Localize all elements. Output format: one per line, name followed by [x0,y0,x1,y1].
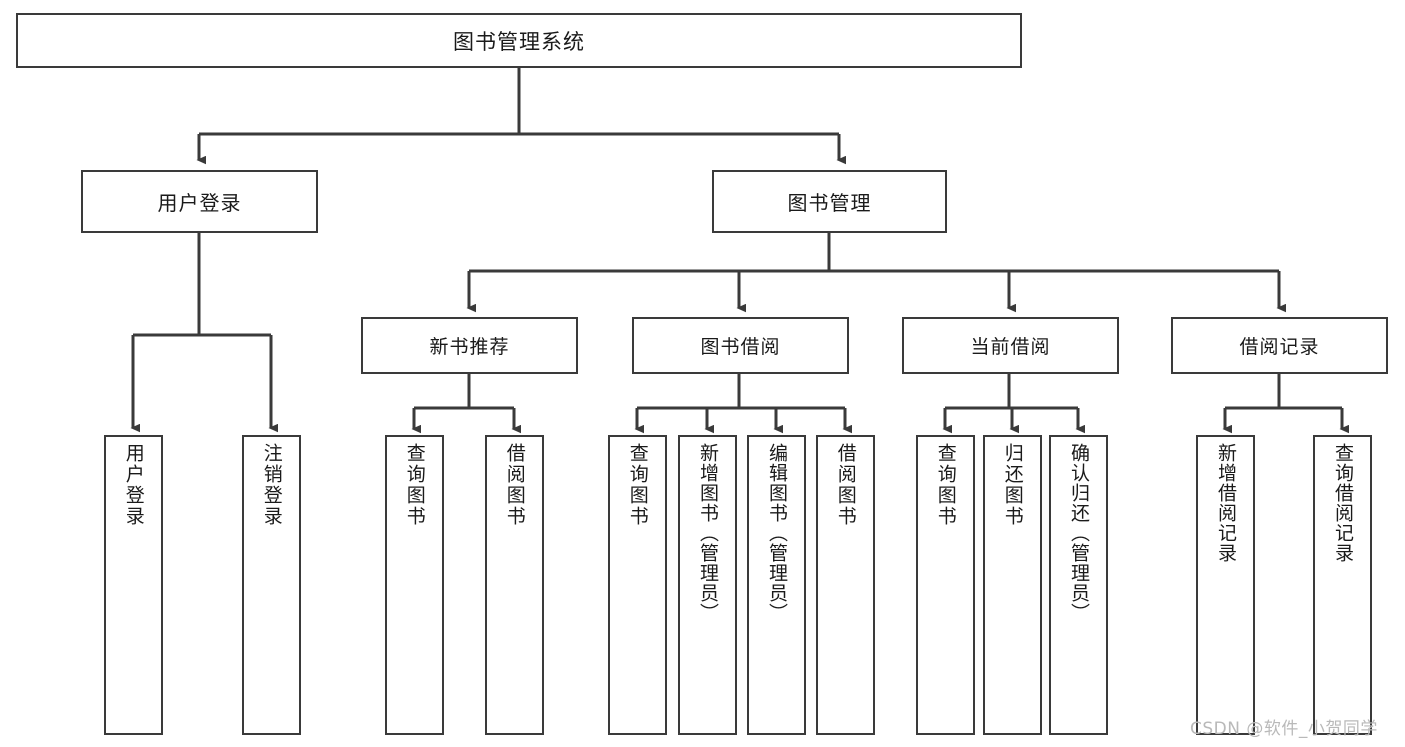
leaf-borrow-record-add[interactable]: 新增借阅记录 [1196,435,1255,735]
leaf-book-borrow-add[interactable]: 新增图书（管理员） [678,435,737,735]
node-label: 查询图书 [626,443,649,527]
node-label: 图书借阅 [700,336,781,358]
node-label: 图书管理系统 [453,29,585,54]
node-label: 用户登录 [122,443,145,527]
node-label: 查询图书 [403,443,426,527]
leaf-user-login-login[interactable]: 用户登录 [104,435,163,735]
node-label: 归还图书 [1001,443,1024,527]
node-label: 查询借阅记录 [1331,443,1354,563]
node-root-system[interactable]: 图书管理系统 [16,13,1022,68]
leaf-new-book-borrow[interactable]: 借阅图书 [485,435,544,735]
leaf-current-borrow-query[interactable]: 查询图书 [916,435,975,735]
leaf-book-borrow-edit[interactable]: 编辑图书（管理员） [747,435,806,735]
leaf-book-borrow-borrow[interactable]: 借阅图书 [816,435,875,735]
node-label: 注销登录 [260,443,283,527]
node-label: 借阅图书 [834,443,857,527]
leaf-borrow-record-query[interactable]: 查询借阅记录 [1313,435,1372,735]
node-label: 用户登录 [157,191,242,215]
leaf-book-borrow-query[interactable]: 查询图书 [608,435,667,735]
node-current-borrow[interactable]: 当前借阅 [902,317,1119,374]
node-label: 借阅图书 [503,443,526,527]
leaf-new-book-query[interactable]: 查询图书 [385,435,444,735]
node-book-management[interactable]: 图书管理 [712,170,947,233]
leaf-current-borrow-return[interactable]: 归还图书 [983,435,1042,735]
node-label: 确认归还（管理员） [1067,443,1090,623]
node-label: 图书管理 [787,191,872,215]
node-new-book-recommend[interactable]: 新书推荐 [361,317,578,374]
node-label: 当前借阅 [970,336,1051,358]
node-book-borrow[interactable]: 图书借阅 [632,317,849,374]
node-borrow-records[interactable]: 借阅记录 [1171,317,1388,374]
node-label: 新书推荐 [429,336,510,358]
node-label: 新增图书（管理员） [696,443,719,623]
node-label: 新增借阅记录 [1214,443,1237,563]
node-user-login[interactable]: 用户登录 [81,170,318,233]
leaf-user-login-logout[interactable]: 注销登录 [242,435,301,735]
node-label: 借阅记录 [1239,336,1320,358]
node-label: 查询图书 [934,443,957,527]
watermark-text: CSDN @软件_小贺同学 [1190,719,1378,739]
leaf-current-borrow-confirm-return[interactable]: 确认归还（管理员） [1049,435,1108,735]
node-label: 编辑图书（管理员） [765,443,788,623]
